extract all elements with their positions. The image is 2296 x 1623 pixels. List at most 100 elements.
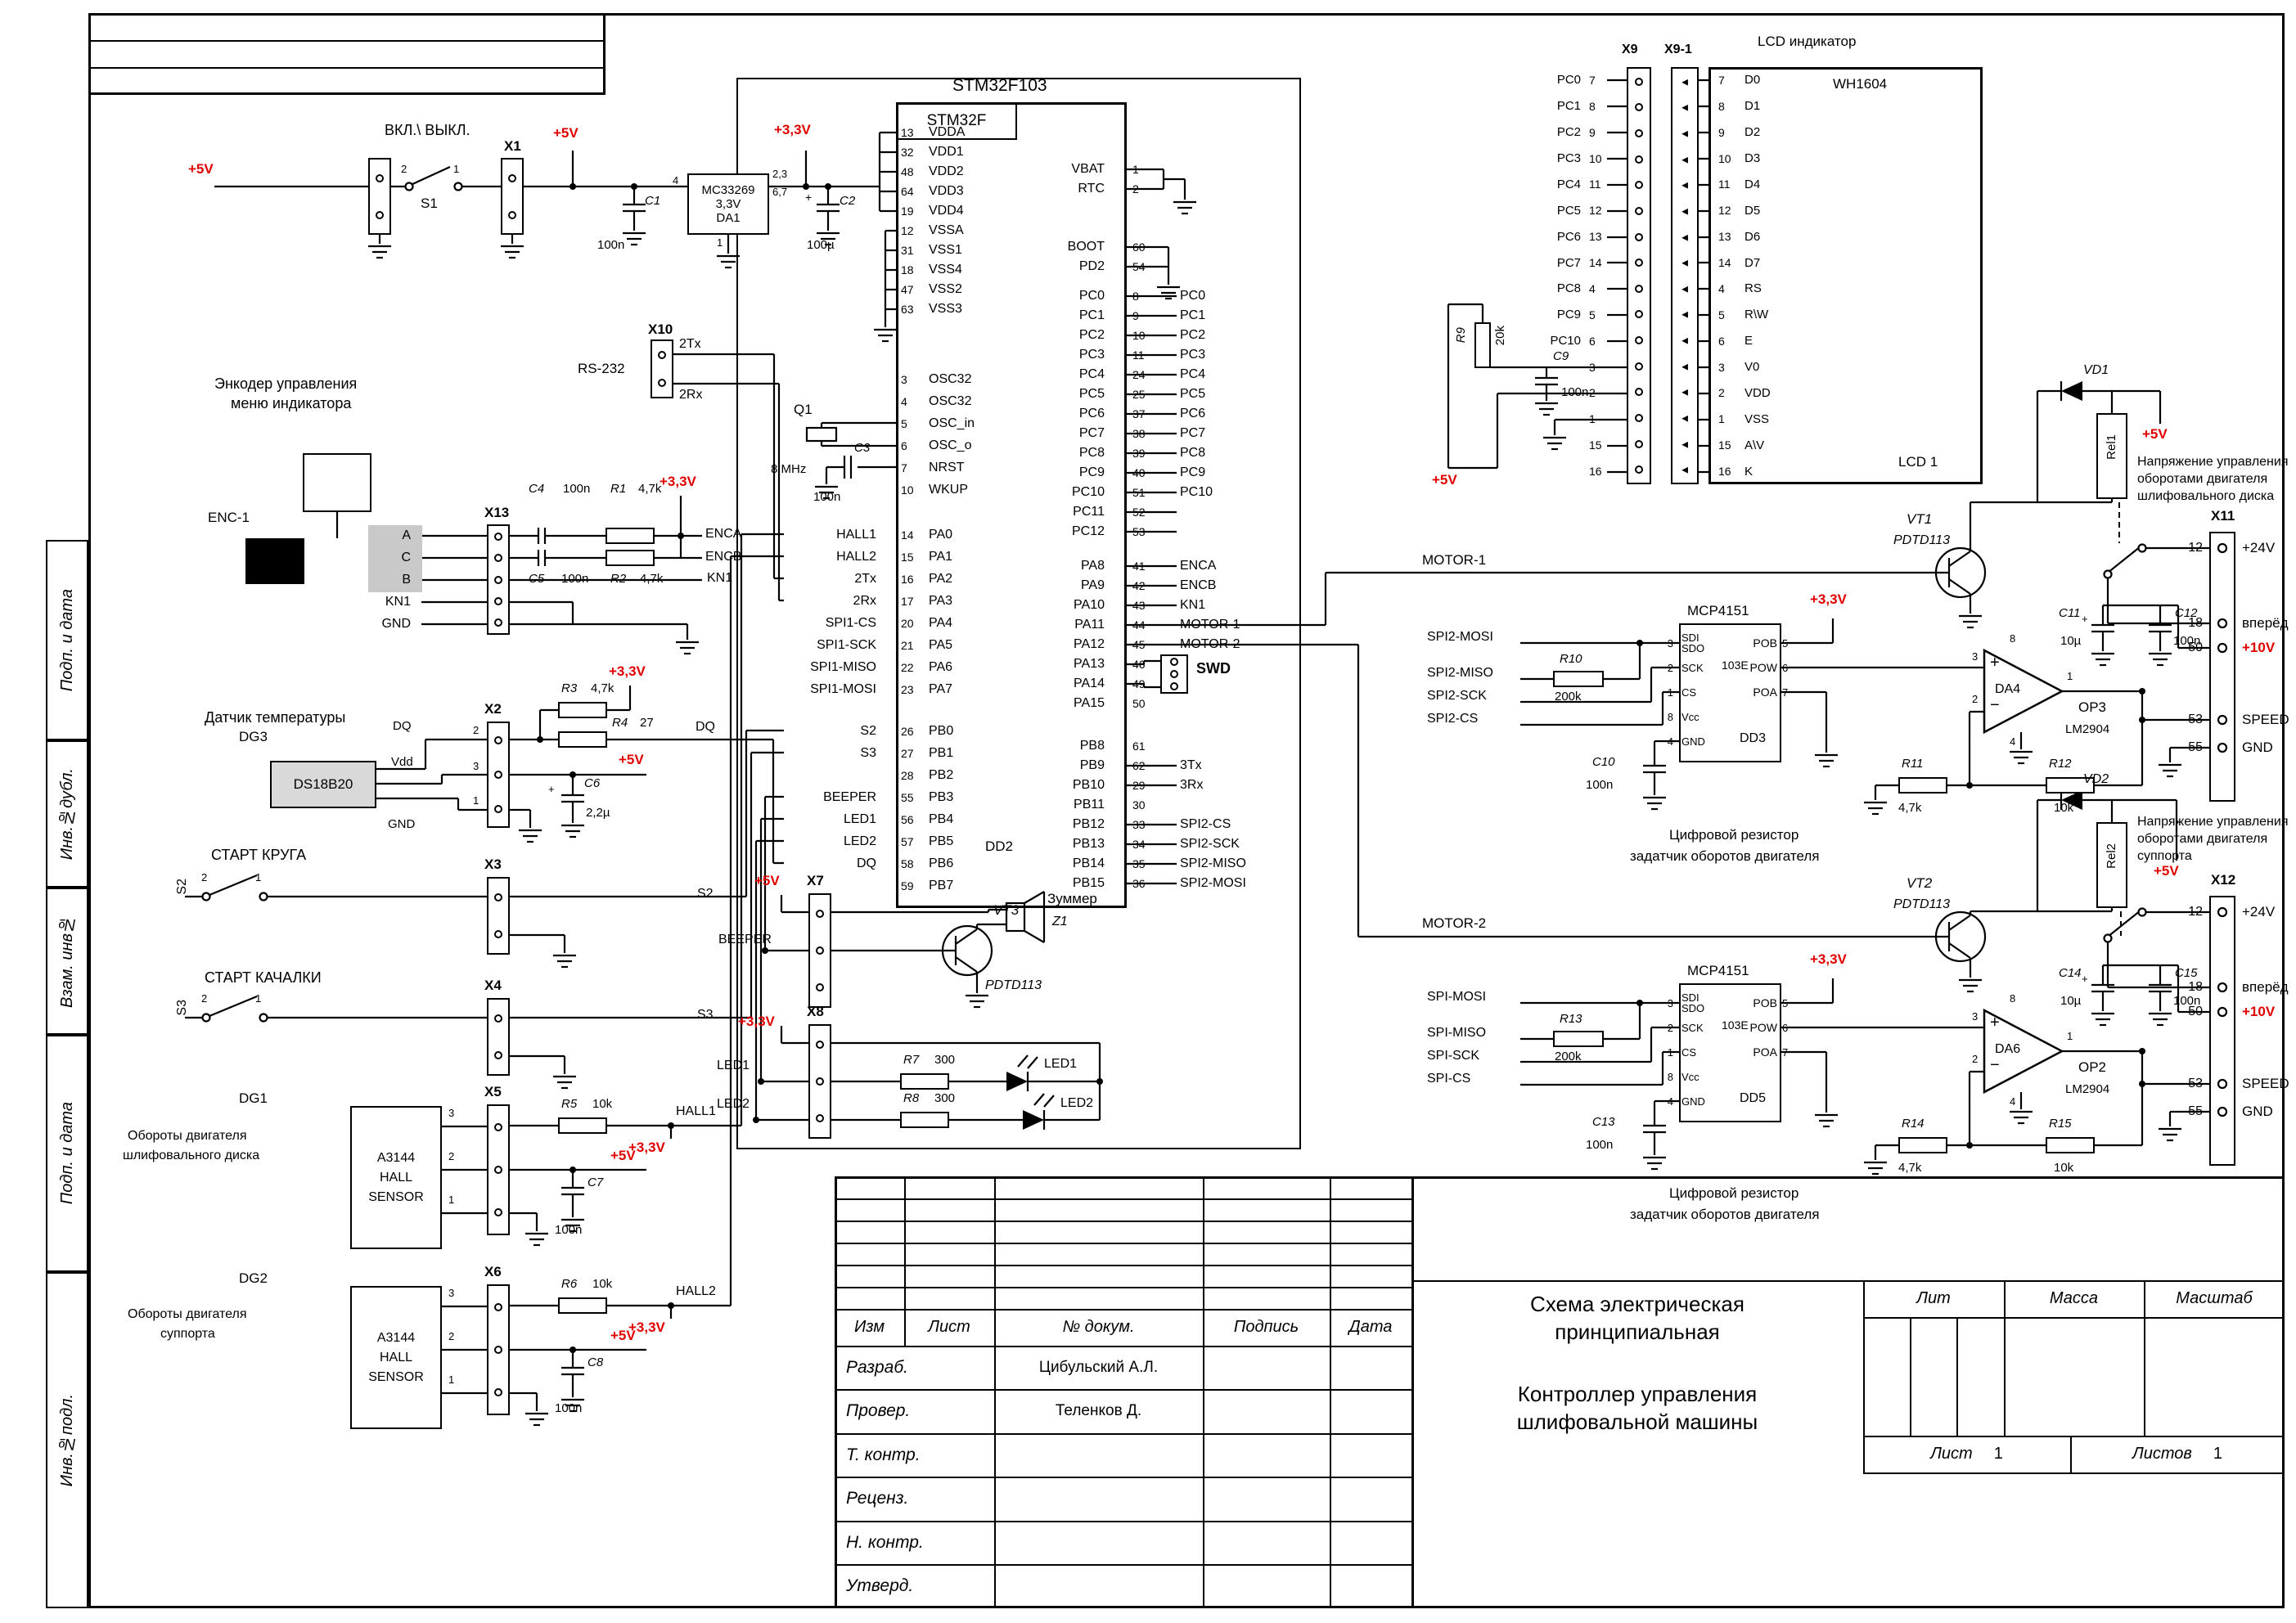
dg1-ref: DG1	[239, 1090, 268, 1106]
led1-net-label: LED1	[717, 1059, 750, 1072]
x13-connector	[487, 524, 510, 635]
enca-net-label: ENCA	[705, 527, 742, 541]
r8-resistor	[900, 1112, 949, 1128]
x10-label: X10	[648, 321, 673, 337]
c8-value: 100n	[555, 1401, 583, 1415]
x9-row: 15	[1589, 438, 1602, 452]
s2-contact-1: 1	[255, 871, 262, 883]
plus33v-label: +3,3V	[1810, 591, 1847, 607]
da6-plus: +	[1990, 1014, 2000, 1032]
start-krug-caption: СТАРТ КРУГА	[211, 847, 307, 863]
r9-value: 20k	[1493, 326, 1507, 346]
hall2-chip: A3144 HALL SENSOR	[350, 1286, 442, 1429]
x12-pin-row: 50+10V	[2188, 1004, 2276, 1019]
mcp2-body	[1679, 983, 1781, 1122]
x3-label: X3	[484, 856, 502, 872]
c2-ref: C2	[840, 194, 856, 208]
hall2-caption-line1: Обороты двигателя	[128, 1307, 247, 1321]
r2-resistor	[606, 550, 655, 566]
x12-label: X12	[2211, 872, 2236, 888]
vt3-part: PDTD113	[985, 978, 1042, 992]
r10-resistor	[1553, 671, 1604, 687]
c14-ref: C14	[2059, 966, 2082, 980]
tb-line	[1863, 1280, 1865, 1472]
r9-resistor	[1474, 322, 1491, 368]
power-in-connector	[368, 158, 391, 235]
tb-masshtab-label: Масштаб	[2176, 1289, 2253, 1307]
r3-resistor	[558, 702, 607, 718]
plus5v-label: +5V	[2154, 863, 2179, 879]
doc-title-line2: принципиальная	[1555, 1320, 1720, 1344]
tb-sign-row: Н. контр.	[846, 1532, 924, 1552]
hall1-chip-line3: SENSOR	[368, 1189, 424, 1204]
c12-ref: C12	[2175, 606, 2198, 620]
x9-1-label: X9-1	[1664, 43, 1692, 56]
c1-value: 100n	[597, 238, 625, 252]
top-left-stamp	[88, 13, 606, 95]
rel2-relay: Rel2	[2096, 822, 2127, 908]
hall1-pin1: 1	[448, 1194, 455, 1206]
ds18b20-pin-gnd: GND	[388, 817, 416, 831]
hall1-caption-line1: Обороты двигателя	[128, 1129, 247, 1143]
plus5v-label: +5V	[2142, 426, 2168, 442]
c13-ref: C13	[1592, 1115, 1615, 1129]
plus5v-label: +5V	[553, 125, 579, 141]
x9-row: 2	[1589, 386, 1596, 400]
r7-resistor	[900, 1073, 949, 1090]
c3-value: 100n	[813, 490, 841, 504]
dg3-ref: DG3	[239, 729, 268, 744]
tb-line	[835, 1521, 1411, 1522]
rel1-ref: Rel1	[2105, 434, 2118, 460]
r11-resistor	[1898, 777, 1947, 794]
encoder-shaft	[245, 538, 304, 584]
temp-caption: Датчик температуры	[205, 709, 346, 726]
x1-connector	[501, 158, 524, 235]
vt1-part: PDTD113	[1893, 533, 1951, 547]
x6-connector	[487, 1284, 510, 1415]
tb-line	[835, 1265, 1411, 1266]
pot1-note-line2: задатчик оборотов двигателя	[1630, 848, 1820, 864]
s2-contact-2: 2	[201, 871, 208, 883]
plus5v-label: +5V	[610, 1148, 636, 1163]
side-cell-inv-dubl: Инв.№дубл.	[46, 740, 88, 888]
encoder-pin: A	[402, 528, 411, 542]
rs232-label: RS-232	[578, 361, 625, 376]
rel1-relay: Rel1	[2096, 413, 2127, 499]
q1-ref: Q1	[794, 402, 813, 417]
side-label: Взам. инв№	[57, 915, 76, 1008]
r4-resistor	[558, 731, 607, 748]
da1-pin-out: 2,3	[772, 168, 788, 180]
